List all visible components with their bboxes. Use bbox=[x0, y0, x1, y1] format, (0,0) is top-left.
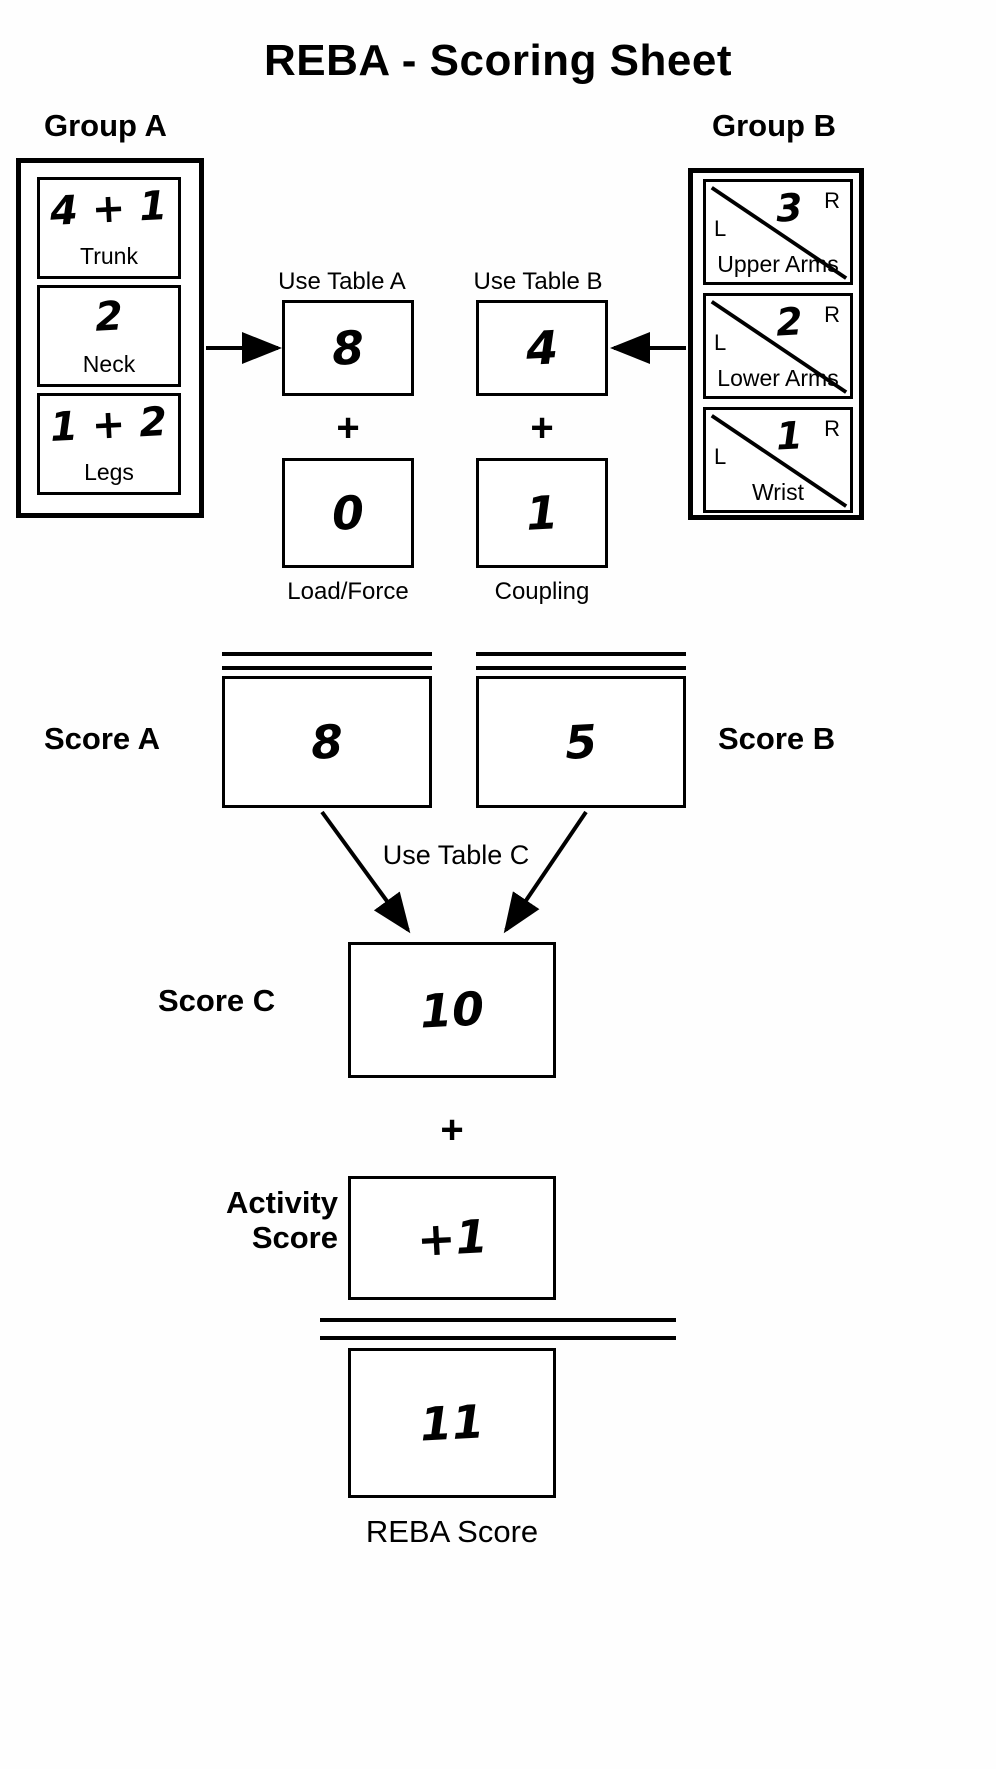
page-title: REBA - Scoring Sheet bbox=[264, 36, 732, 85]
table-b-score-value: 4 bbox=[524, 320, 560, 376]
reba-score-label: REBA Score bbox=[365, 1514, 539, 1549]
split-diagonal-icon bbox=[710, 414, 848, 508]
arrow-score-a-to-score-c bbox=[320, 810, 411, 934]
score-b-value: 5 bbox=[563, 714, 599, 770]
group-a-cell-neck[interactable]: 2 Neck bbox=[37, 285, 181, 387]
upper-arms-right-mark: R bbox=[824, 188, 840, 213]
activity-score-box[interactable]: +1 bbox=[348, 1176, 556, 1300]
score-b-rule-bottom bbox=[476, 666, 686, 670]
activity-score-label: Activity Score bbox=[226, 1185, 338, 1255]
score-a-value: 8 bbox=[309, 714, 345, 770]
group-a-panel: 4 + 1 Trunk 2 Neck 1 + 2 Legs bbox=[16, 158, 204, 518]
group-b-label: Group B bbox=[712, 108, 836, 143]
table-a-plus-operator: + bbox=[336, 406, 360, 450]
table-b-plus-operator: + bbox=[530, 406, 554, 450]
score-c-box[interactable]: 10 bbox=[348, 942, 556, 1078]
use-table-c-caption: Use Table C bbox=[382, 840, 530, 870]
reba-score-box[interactable]: 11 bbox=[348, 1348, 556, 1498]
group-b-cell-upper-arms[interactable]: 3 R L Upper Arms bbox=[703, 179, 853, 285]
table-a-score-box[interactable]: 8 bbox=[282, 300, 414, 396]
score-c-value: 10 bbox=[418, 981, 486, 1039]
neck-value: 2 bbox=[93, 293, 125, 341]
coupling-value: 1 bbox=[524, 485, 560, 541]
wrist-left-mark: L bbox=[714, 444, 727, 469]
use-table-b-caption: Use Table B bbox=[473, 268, 603, 295]
wrist-right-value: 1 bbox=[774, 413, 804, 459]
coupling-box[interactable]: 1 bbox=[476, 458, 608, 568]
upper-arms-right-value: 3 bbox=[774, 185, 804, 231]
score-c-label: Score C bbox=[158, 983, 276, 1018]
legs-label: Legs bbox=[84, 459, 134, 485]
group-a-label: Group A bbox=[44, 108, 167, 143]
group-b-cell-lower-arms[interactable]: 2 R L Lower Arms bbox=[703, 293, 853, 399]
load-force-value: 0 bbox=[330, 485, 366, 541]
activity-plus-operator: + bbox=[440, 1108, 464, 1152]
score-a-label: Score A bbox=[44, 721, 161, 756]
load-force-label: Load/Force bbox=[287, 578, 409, 605]
score-a-rule-top bbox=[222, 652, 432, 656]
coupling-label: Coupling bbox=[494, 578, 590, 605]
trunk-label: Trunk bbox=[80, 243, 138, 269]
trunk-value: 4 + 1 bbox=[49, 182, 169, 236]
activity-score-value: +1 bbox=[415, 1209, 489, 1267]
table-a-score-value: 8 bbox=[330, 320, 366, 376]
final-rule-top bbox=[320, 1318, 676, 1322]
group-b-panel: 3 R L Upper Arms 2 R L Lower Arms 1 R L … bbox=[688, 168, 864, 520]
lower-arms-right-mark: R bbox=[824, 302, 840, 327]
use-table-a-caption: Use Table A bbox=[278, 268, 406, 295]
load-force-box[interactable]: 0 bbox=[282, 458, 414, 568]
group-a-cell-legs[interactable]: 1 + 2 Legs bbox=[37, 393, 181, 495]
upper-arms-left-mark: L bbox=[714, 216, 727, 241]
score-b-label: Score B bbox=[718, 721, 836, 756]
lower-arms-right-value: 2 bbox=[774, 299, 804, 345]
split-diagonal-icon bbox=[710, 186, 848, 280]
lower-arms-left-mark: L bbox=[714, 330, 727, 355]
group-a-cell-trunk[interactable]: 4 + 1 Trunk bbox=[37, 177, 181, 279]
score-b-box[interactable]: 5 bbox=[476, 676, 686, 808]
lower-arms-label: Lower Arms bbox=[717, 365, 839, 391]
wrist-label: Wrist bbox=[752, 479, 804, 505]
score-b-rule-top bbox=[476, 652, 686, 656]
score-a-rule-bottom bbox=[222, 666, 432, 670]
final-rule-bottom bbox=[320, 1336, 676, 1340]
arrow-score-b-to-score-c bbox=[503, 810, 588, 934]
upper-arms-label: Upper Arms bbox=[717, 251, 839, 277]
wrist-right-mark: R bbox=[824, 416, 840, 441]
neck-label: Neck bbox=[82, 351, 136, 377]
legs-value: 1 + 2 bbox=[49, 398, 169, 452]
table-b-score-box[interactable]: 4 bbox=[476, 300, 608, 396]
score-a-box[interactable]: 8 bbox=[222, 676, 432, 808]
reba-score-value: 11 bbox=[418, 1394, 486, 1452]
group-b-cell-wrist[interactable]: 1 R L Wrist bbox=[703, 407, 853, 513]
split-diagonal-icon bbox=[710, 300, 848, 394]
